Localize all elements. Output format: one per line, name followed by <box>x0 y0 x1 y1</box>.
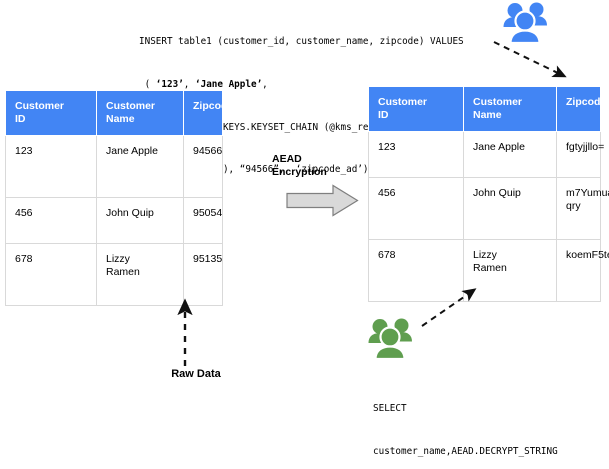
insert-sql-line-2: ( ‘123’, ‘Jane Apple’, <box>139 78 464 92</box>
header-text-line1: Customer <box>15 100 65 112</box>
header-text-line1: Customer <box>106 100 156 112</box>
cell-zipcode: 94566 <box>183 135 223 198</box>
table-row: 456 John Quip m7Yumuawqry <box>368 177 609 240</box>
cell-customer-id: 456 <box>368 177 464 240</box>
aead-label-line1: AEAD <box>272 153 302 165</box>
cell-text-line2: Ramen <box>473 262 507 274</box>
cell-zipcode: fgtyjjllo= <box>556 131 604 178</box>
table-row: 123 Jane Apple fgtyjjllo= <box>368 131 604 178</box>
cell-customer-name: John Quip <box>463 177 557 240</box>
cell-text-line1: Lizzy <box>106 253 130 265</box>
insert-sql-line2-mid: , <box>183 79 195 91</box>
column-header-zipcode: Zipcode <box>183 90 233 136</box>
dashed-arrow-icon-select <box>420 282 486 335</box>
cell-text-line1: m7Yumuaw <box>566 187 609 199</box>
block-arrow-right-icon <box>286 184 359 222</box>
cell-customer-id: 678 <box>5 243 97 306</box>
cell-customer-id: 456 <box>5 197 97 244</box>
cell-text-line2: qry <box>566 200 581 212</box>
select-sql-line-2: customer_name,AEAD.DECRYPT_STRING <box>373 446 558 458</box>
column-header-zipcode: Zipcode <box>556 86 606 132</box>
cell-text-line2: Ramen <box>106 266 140 278</box>
insert-sql-line-1: INSERT table1 (customer_id, customer_nam… <box>139 36 464 48</box>
cell-customer-id: 123 <box>5 135 97 198</box>
cell-customer-id: 678 <box>368 239 464 302</box>
table-row: 456 John Quip 95054 <box>5 197 223 244</box>
cell-customer-name: John Quip <box>96 197 184 244</box>
header-text-line2: ID <box>15 113 26 125</box>
header-text-line1: Customer <box>378 96 428 108</box>
cell-zipcode: 95054 <box>183 197 223 244</box>
select-sql-statement: SELECT customer_name,AEAD.DECRYPT_STRING… <box>373 374 558 469</box>
raw-data-label: Raw Data <box>171 368 221 380</box>
insert-sql-value-id: ‘123’ <box>155 79 184 91</box>
insert-sql-value-name: ‘Jane Apple’ <box>195 79 263 91</box>
dashed-arrow-up-icon <box>172 296 198 373</box>
insert-sql-line2-suffix: , <box>262 79 268 91</box>
header-text-line2: ID <box>378 109 389 121</box>
header-text: Zipcode <box>193 100 234 112</box>
users-group-icon <box>503 1 547 48</box>
select-sql-line-1: SELECT <box>373 403 407 415</box>
cell-customer-name: Jane Apple <box>96 135 184 198</box>
users-group-icon-green <box>368 317 412 364</box>
dashed-arrow-icon-insert <box>488 36 578 89</box>
header-text-line2: Name <box>106 113 135 125</box>
aead-encryption-label: AEAD Encryption <box>272 153 327 179</box>
cell-zipcode: 95135 <box>183 243 223 306</box>
table-row: 123 Jane Apple 94566 <box>5 135 223 198</box>
header-text-line1: Customer <box>473 96 523 108</box>
insert-sql-line2-prefix: ( <box>139 79 156 91</box>
aead-label-line2: Encryption <box>272 166 327 178</box>
cell-customer-name: Jane Apple <box>463 131 557 178</box>
cell-zipcode: m7Yumuawqry <box>556 177 609 240</box>
header-text-line2: Name <box>473 109 502 121</box>
header-text: Zipcode <box>566 96 607 108</box>
cell-text-line1: Lizzy <box>473 249 497 261</box>
cell-zipcode: koemF5ter= <box>556 239 609 302</box>
cell-customer-id: 123 <box>368 131 464 178</box>
